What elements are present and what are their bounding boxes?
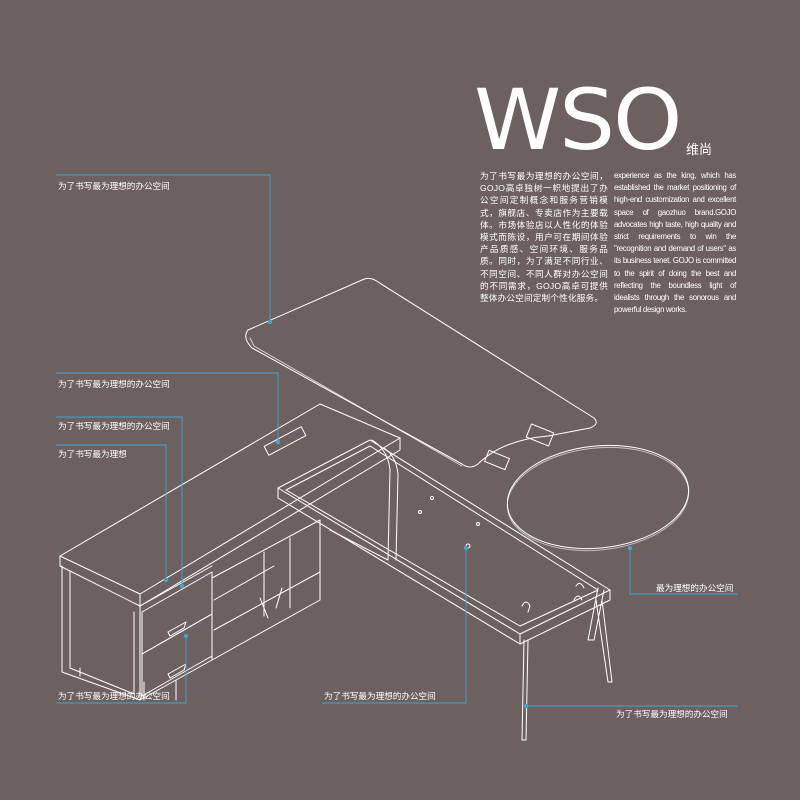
description-chinese: 为了书写最为理想的办公空间，GOJO高卓独树一帜地提出了办公空间定制概念和服务营… — [480, 171, 608, 304]
callout-drawers: 为了书写最为理想的办公空间 — [58, 691, 170, 701]
callout-desk-leg: 为了书写最为理想的办公空间 — [616, 709, 728, 719]
bracket-part — [525, 423, 555, 447]
leader-lines — [56, 174, 738, 707]
side-panel — [371, 439, 391, 561]
round-tabletop — [506, 444, 690, 550]
cable-grommet — [263, 426, 307, 456]
desk-leg — [521, 639, 529, 741]
description-english: experience as the king, which has establ… — [614, 171, 736, 315]
callout-desk-edge: 为了书写最为理想的办公空间 — [58, 421, 170, 431]
callout-cable-grommet: 为了书写最为理想的办公空间 — [58, 379, 170, 389]
callout-round-table: 最为理想的办公空间 — [656, 583, 734, 593]
callout-desktop-panel: 为了书写最为理想的办公空间 — [58, 181, 170, 191]
callout-return-frame: 为了书写最为理想的办公空间 — [324, 691, 436, 701]
main-desk-top — [59, 403, 401, 595]
brand-subtitle: 维尚 — [686, 142, 713, 157]
callout-cabinet-top: 为了书写最为理想 — [58, 449, 127, 459]
side-cabinet — [61, 565, 141, 701]
brand-title: WSO — [474, 71, 682, 169]
floating-desktop-panel — [245, 277, 597, 468]
bracket-part — [484, 449, 510, 471]
return-desk-frame — [277, 439, 611, 635]
desk-leg — [595, 599, 613, 683]
drawer — [141, 613, 213, 697]
